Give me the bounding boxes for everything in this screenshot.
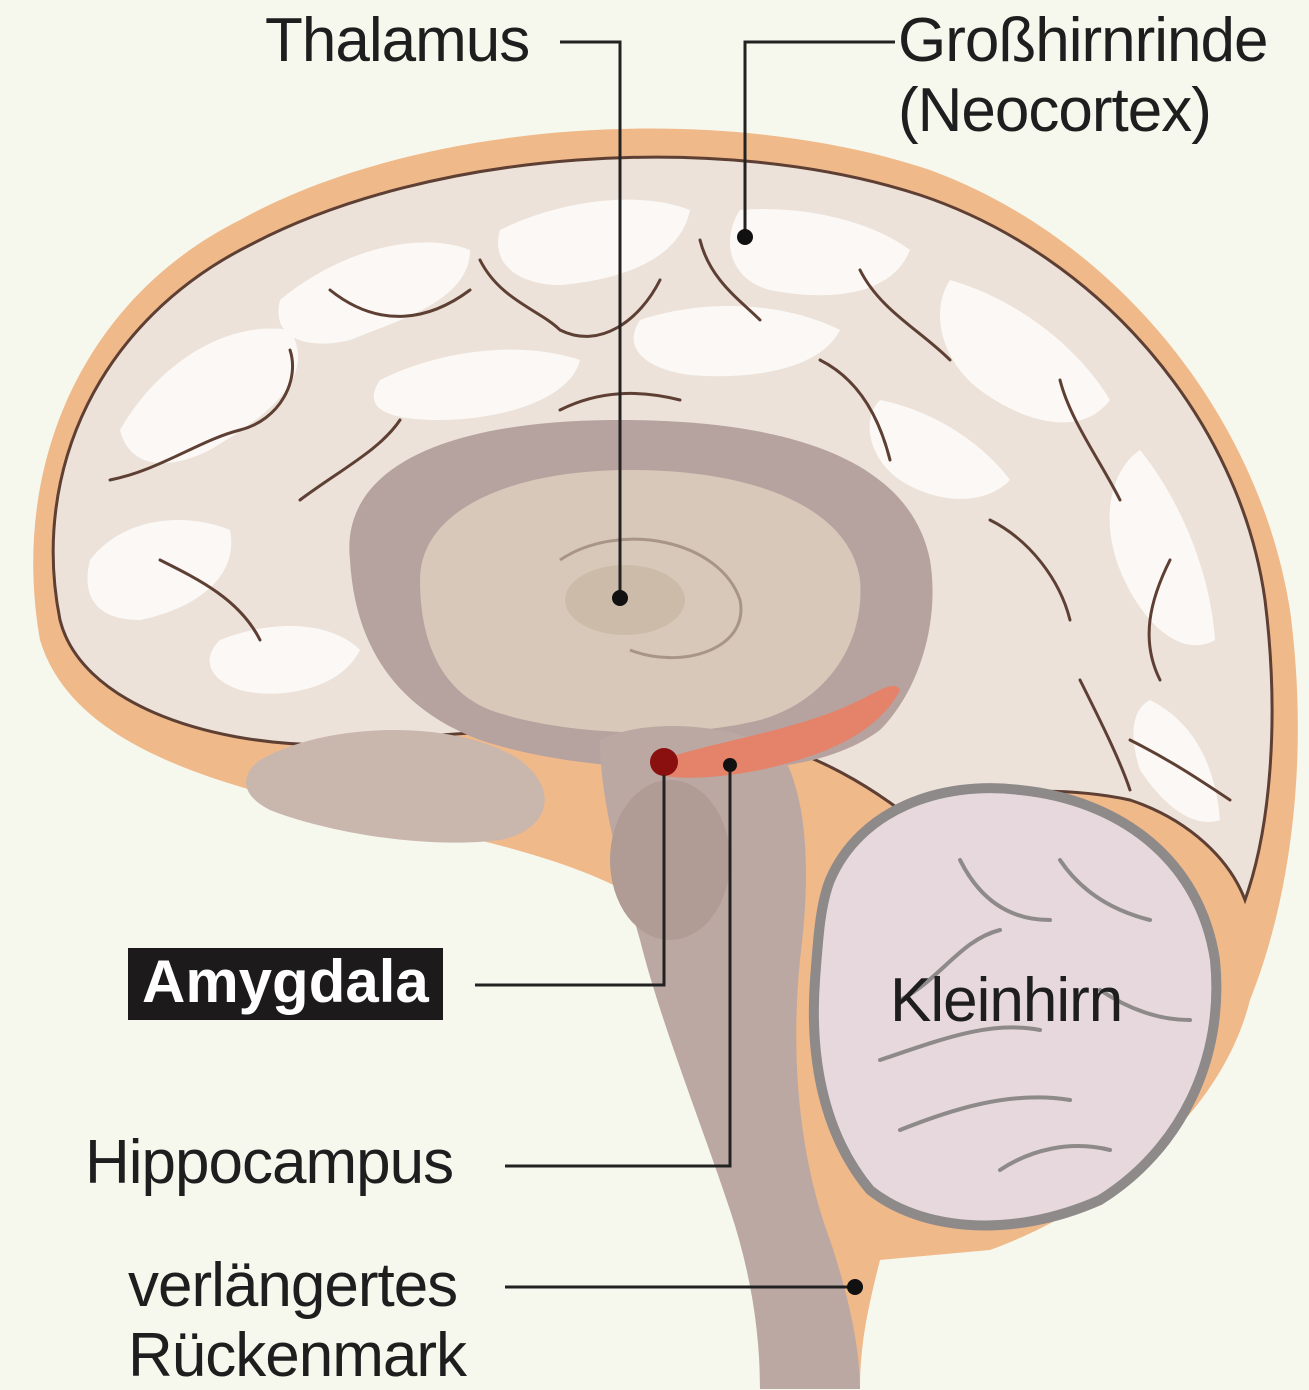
thalamus-marker <box>612 590 628 606</box>
medulla-label-line1: verlängertes <box>128 1255 457 1317</box>
kleinhirn-label: Kleinhirn <box>890 970 1122 1032</box>
hippocampus-marker <box>723 758 737 772</box>
neocortex-label-line2: (Neocortex) <box>898 80 1211 142</box>
amygdala-label: Amygdala <box>128 948 443 1020</box>
medulla-marker <box>847 1279 863 1295</box>
amygdala-dot <box>650 748 678 776</box>
medulla-label-line2: Rückenmark <box>128 1325 466 1387</box>
pons <box>610 780 730 940</box>
neocortex-marker <box>737 229 753 245</box>
neocortex-label-line1: Großhirnrinde <box>898 10 1267 72</box>
hippocampus-label: Hippocampus <box>85 1132 453 1194</box>
thalamus-label: Thalamus <box>265 10 529 72</box>
